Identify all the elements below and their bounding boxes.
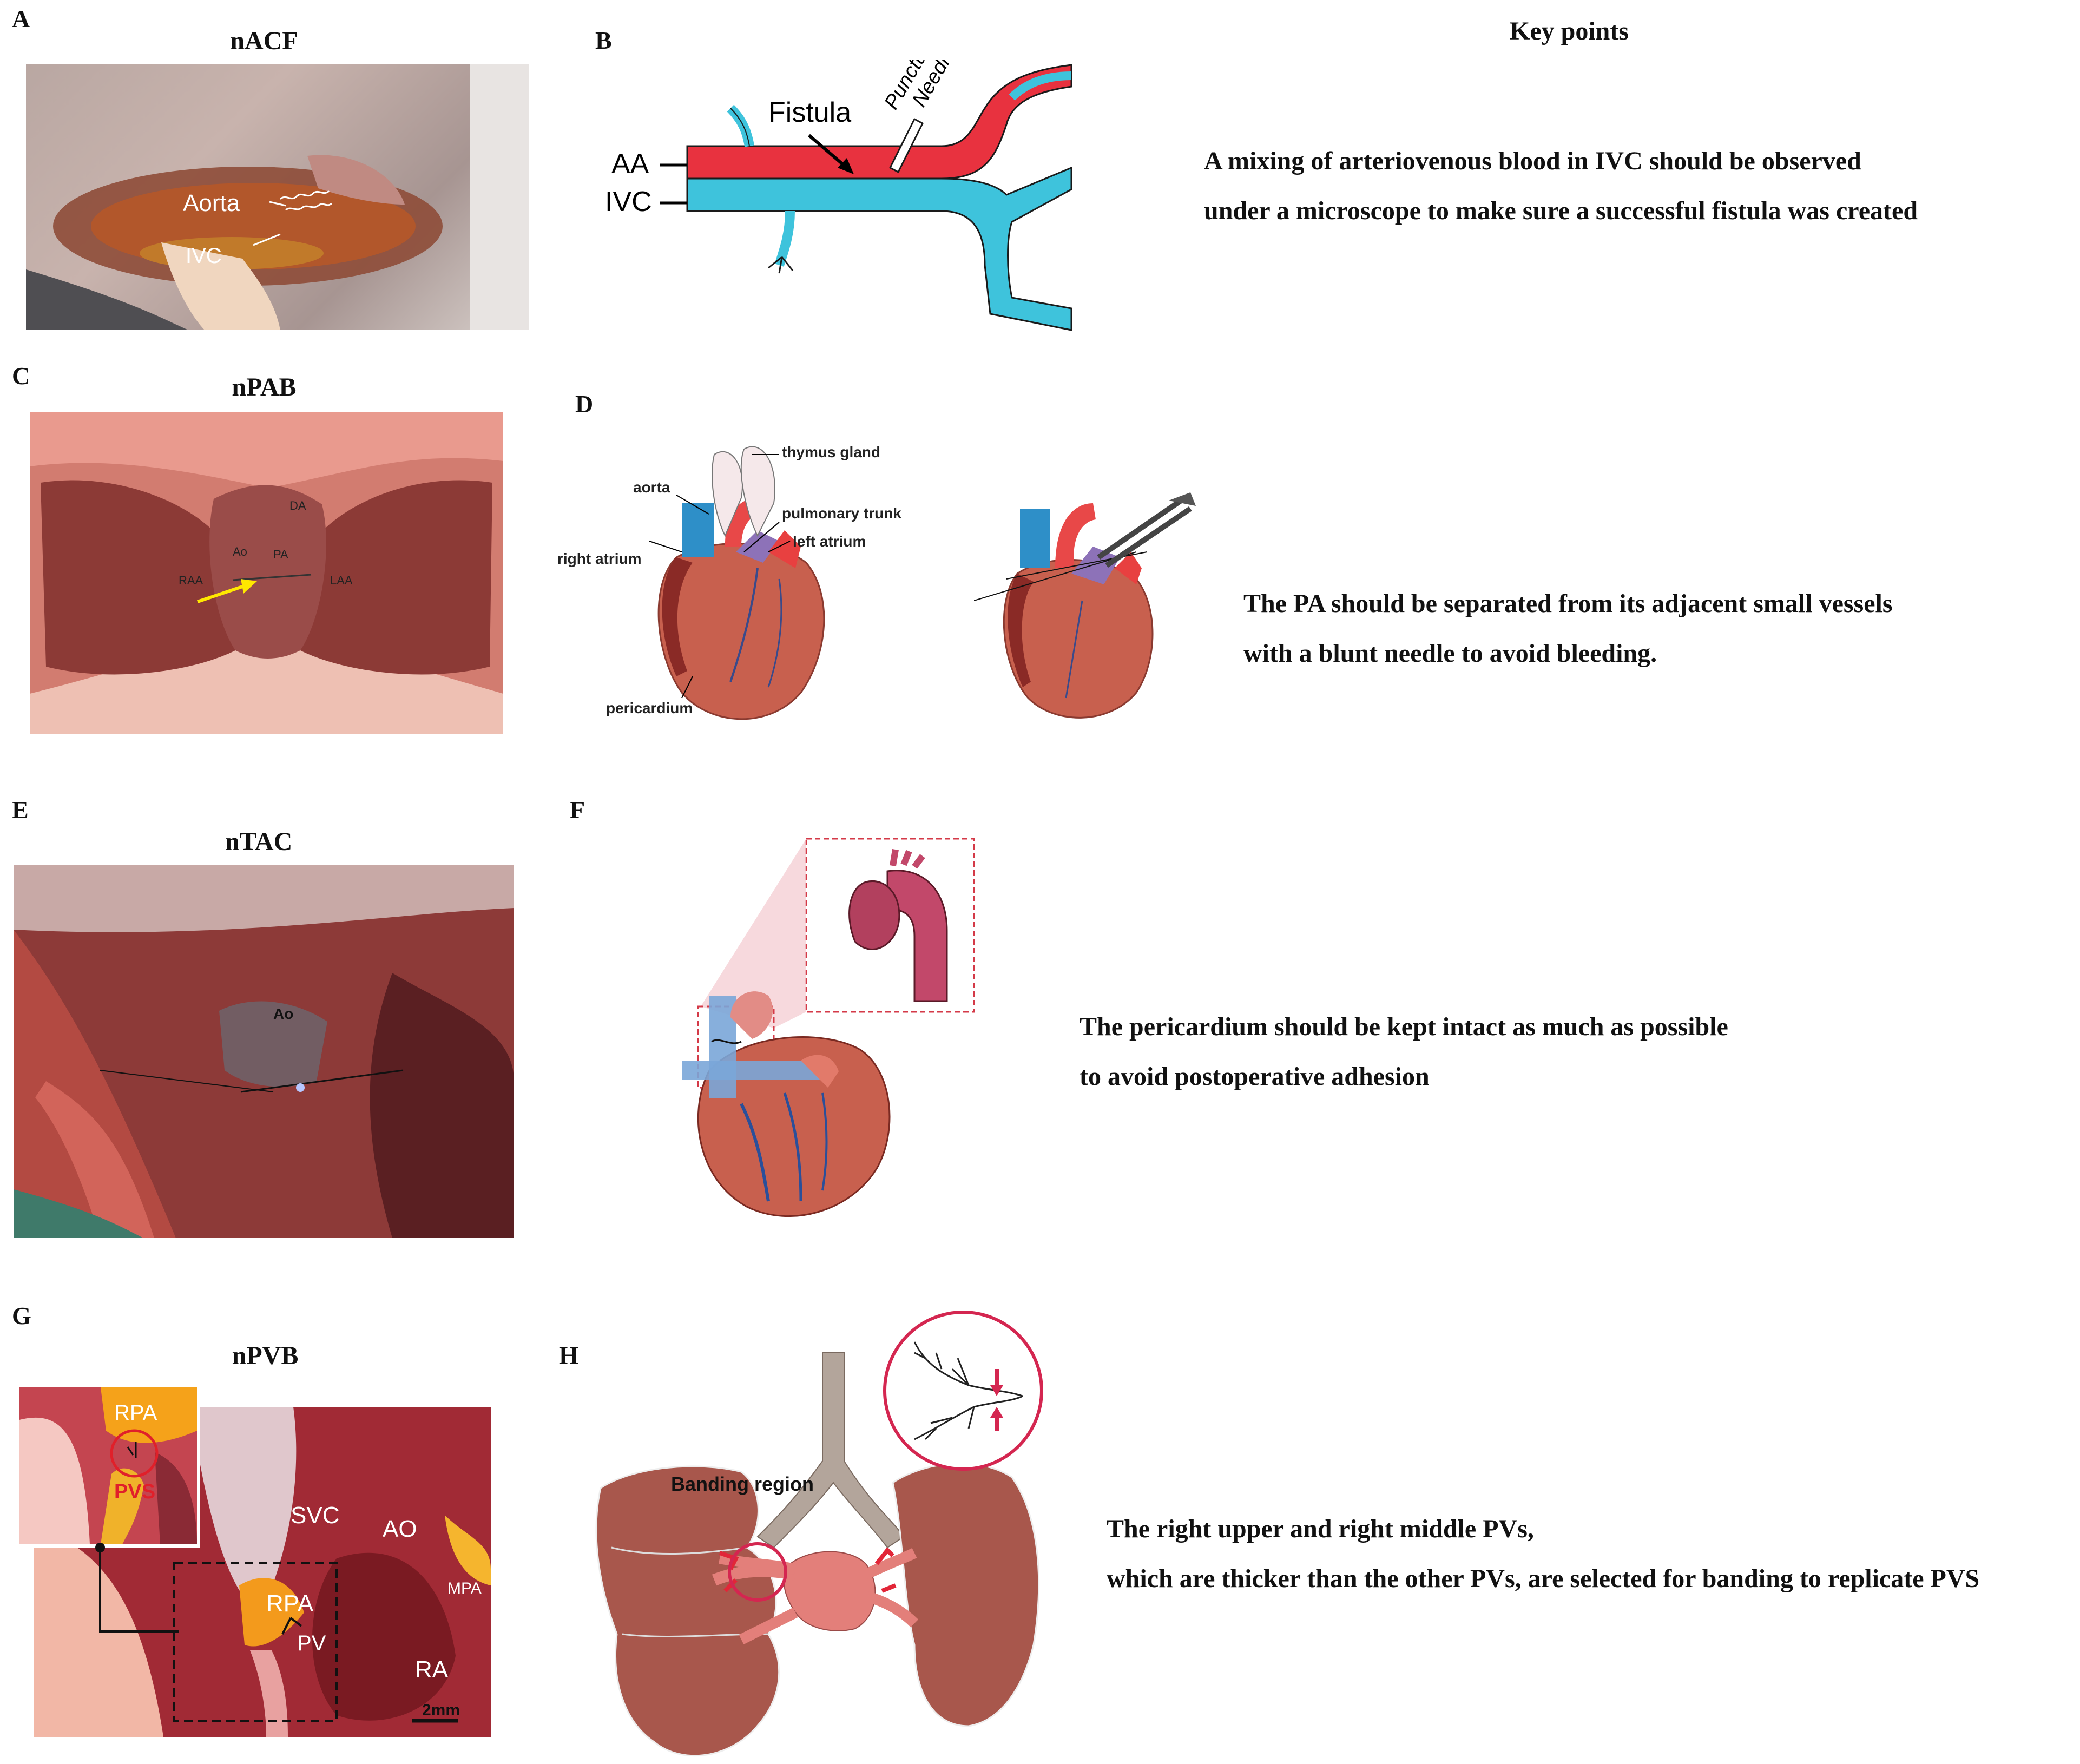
label-ivc: IVC (186, 244, 222, 268)
heart-diagram-left: thymus gland aorta pulmonary trunk left … (557, 444, 901, 720)
key-pab-line1: The PA should be separated from its adja… (1243, 589, 1893, 618)
panel-title-npvb: nPVB (232, 1341, 299, 1370)
label-ao: Ao (233, 545, 247, 558)
panel-label-a: A (12, 5, 30, 32)
key-pab-line2: with a blunt needle to avoid bleeding. (1243, 639, 1657, 668)
key-pvb-line1: The right upper and right middle PVs, (1107, 1515, 1534, 1543)
panel-label-b: B (595, 27, 612, 54)
label-mpa: MPA (447, 1579, 482, 1597)
panel-label-c: C (12, 362, 30, 390)
panel-label-f: F (570, 796, 585, 824)
panel-label-d: D (575, 390, 594, 418)
label-laa: LAA (330, 574, 353, 587)
label-scale: 2mm (422, 1701, 460, 1719)
panel-label-e: E (12, 796, 29, 824)
label-ivc-b: IVC (605, 186, 652, 218)
lung-diagram: Banding region (595, 1311, 1043, 1757)
label-da: DA (289, 499, 306, 512)
photo-npab-drawing: DA Ao PA RAA LAA (30, 412, 503, 734)
photo-ntac-drawing: Ao (14, 865, 514, 1238)
label-ao-e: Ao (273, 1005, 293, 1022)
key-acf-line1: A mixing of arteriovenous blood in IVC s… (1204, 147, 1861, 175)
label-aorta: Aorta (183, 190, 240, 216)
label-raa: RAA (179, 574, 203, 587)
label-svc: SVC (291, 1502, 339, 1529)
panel-title-npab: nPAB (232, 373, 297, 401)
label-pv: PV (297, 1631, 326, 1655)
photo-nacf-drawing: Aorta IVC (26, 64, 529, 330)
label-aorta-d: aorta (633, 479, 670, 496)
panel-label-h: H (559, 1341, 578, 1369)
key-tac-line1: The pericardium should be kept intact as… (1080, 1012, 1728, 1041)
label-pulmonary-trunk: pulmonary trunk (782, 505, 901, 522)
heart-diagram-tac (682, 838, 975, 1217)
label-right-atrium: right atrium (557, 550, 642, 567)
label-ao-g: AO (383, 1516, 417, 1542)
label-banding-region: Banding region (671, 1473, 814, 1495)
diagram-fistula: Fistula Puncture Needle AA IVC (605, 60, 1072, 331)
label-rpa-inset: RPA (114, 1401, 157, 1425)
panel-title-nacf: nACF (230, 27, 298, 55)
key-acf-line2: under a microscope to make sure a succes… (1204, 196, 1918, 225)
label-rpa: RPA (266, 1590, 314, 1617)
key-points-header: Key points (1510, 17, 1629, 45)
label-ra: RA (415, 1656, 449, 1683)
label-fistula: Fistula (768, 97, 851, 128)
photo-nacf: Aorta IVC (26, 64, 529, 330)
label-thymus: thymus gland (782, 444, 880, 460)
photo-npvb-inset-drawing: RPA PVS (19, 1387, 197, 1544)
label-pa: PA (273, 548, 288, 561)
photo-ntac: Ao (14, 865, 514, 1238)
label-aa: AA (611, 148, 649, 180)
key-tac-line2: to avoid postoperative adhesion (1080, 1062, 1430, 1091)
label-pvs: PVS (114, 1480, 155, 1503)
panel-title-ntac: nTAC (225, 827, 293, 856)
photo-npab: DA Ao PA RAA LAA (30, 412, 503, 734)
label-pericardium: pericardium (606, 700, 693, 716)
inset-connector (95, 1543, 179, 1633)
panel-label-g: G (12, 1302, 31, 1329)
key-pvb-line2: which are thicker than the other PVs, ar… (1107, 1564, 1980, 1593)
label-left-atrium: left atrium (793, 533, 866, 550)
heart-diagram-banded (974, 492, 1196, 719)
photo-npvb-inset: RPA PVS (16, 1384, 200, 1548)
